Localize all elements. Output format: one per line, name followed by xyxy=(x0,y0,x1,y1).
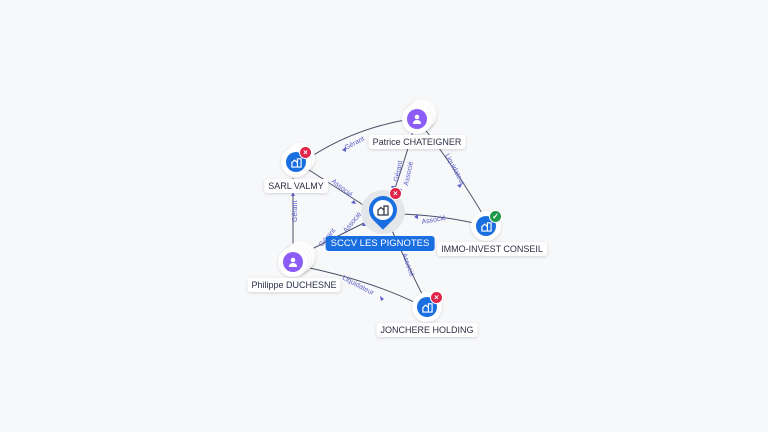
node-jonchere-holding[interactable]: × xyxy=(412,291,443,322)
building-icon xyxy=(377,205,389,216)
edge-immo-center xyxy=(397,213,479,225)
center-node-label[interactable]: SCCV LES PIGNOTES xyxy=(325,236,435,251)
node-label[interactable]: JONCHERE HOLDING xyxy=(376,323,478,337)
edge-label: Liquidateur xyxy=(443,153,466,187)
node-immo-invest-conseil[interactable]: ✓ xyxy=(471,210,502,241)
edge-label: Associé xyxy=(421,215,446,226)
edge-patrice-sarl xyxy=(305,119,406,161)
node-label[interactable]: IMMO-INVEST CONSEIL xyxy=(437,242,547,256)
active-status-icon: ✓ xyxy=(489,210,502,223)
edge-label: Associé xyxy=(330,178,354,199)
arrow-icon xyxy=(291,192,295,196)
node-label[interactable]: Patrice CHATEIGNER xyxy=(368,135,466,149)
edge-label: Gérant xyxy=(292,201,299,222)
closed-status-icon: × xyxy=(430,291,443,304)
edge-label: Gérant xyxy=(393,160,404,182)
person-icon xyxy=(413,114,421,124)
edge-label: Liquidateur xyxy=(341,275,375,298)
arrow-icon xyxy=(342,147,346,152)
person-icon xyxy=(289,257,297,267)
edge-jonchere-center xyxy=(389,225,425,299)
edge-label: Associé xyxy=(400,252,415,278)
node-label[interactable]: Philippe DUCHESNE xyxy=(247,278,341,292)
building-icon xyxy=(480,221,492,232)
node-sarl-valmy[interactable]: × xyxy=(281,143,315,177)
building-icon xyxy=(290,157,302,168)
building-icon xyxy=(421,302,433,313)
node-patrice-chateigner[interactable] xyxy=(402,99,437,134)
arrow-icon xyxy=(414,214,418,219)
node-label[interactable]: SARL VALMY xyxy=(264,179,328,193)
arrow-icon xyxy=(457,184,462,188)
person-avatar xyxy=(407,109,427,129)
node-philippe-duchesne[interactable] xyxy=(278,241,316,277)
closed-status-icon: × xyxy=(299,146,312,159)
edge-philippe-jonchere xyxy=(299,265,421,306)
center-node[interactable]: × xyxy=(361,187,405,234)
arrow-icon xyxy=(351,200,356,204)
arrow-icon xyxy=(380,296,384,301)
closed-status-icon: × xyxy=(389,187,402,200)
pin-inner xyxy=(373,200,393,220)
person-avatar xyxy=(283,252,303,272)
edge-label: Associé xyxy=(403,161,415,187)
